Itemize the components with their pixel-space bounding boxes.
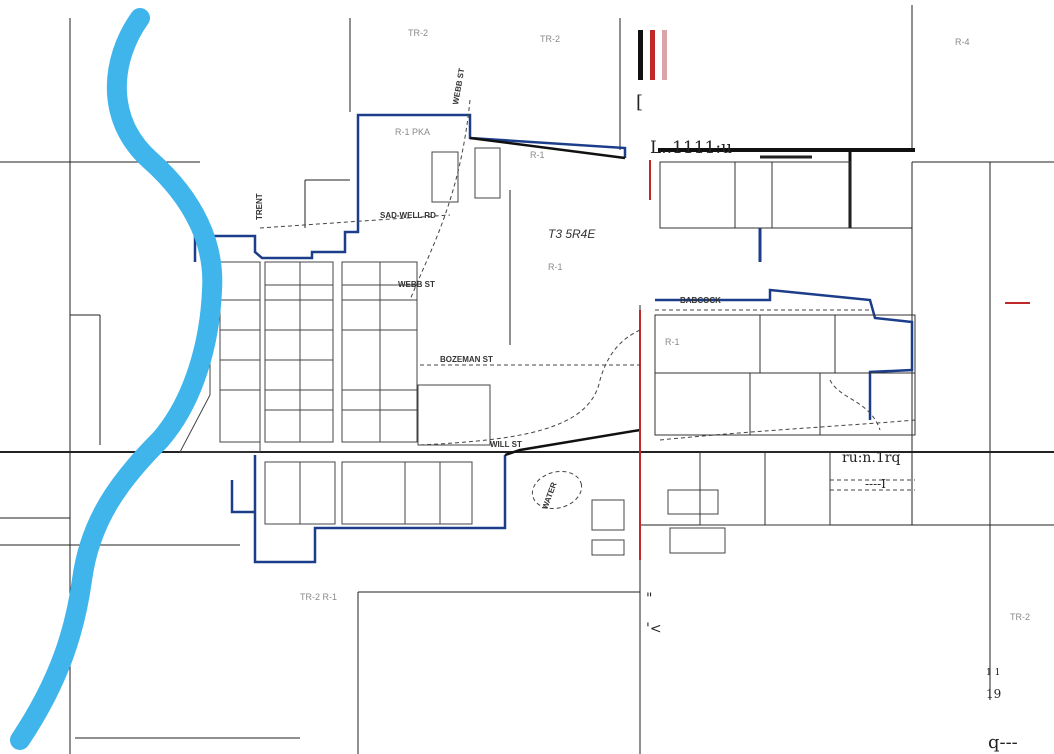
corner-text: q--- [988,732,1018,753]
zone-label-top-mid: TR-2 [540,34,560,44]
annotations: L..1111:u ru:n.1rq [ " '< 19 1 1 q--- --… [636,92,1018,753]
bracket-mark: [ [636,92,643,113]
side-number: 19 [986,687,1001,701]
zone-labels: TR-2 TR-2 R-1 PKA R-1 R-4 R-1 TR-2 R-1 R… [300,28,1030,622]
roads [259,99,916,510]
legend-bars [638,30,812,159]
river [10,8,223,750]
town-blocks [179,147,726,556]
zone-label-cc: R-1 [548,262,563,272]
township-label: T3 5R4E [548,227,596,241]
section-subdivisions [654,161,916,526]
zone-label-nw-top: TR-2 [408,28,428,38]
street-label-bozeman: BOZEMAN ST [440,355,493,364]
side-marks: 1 1 [986,668,1000,678]
section-grid [0,5,1054,754]
k-mark: '< [646,621,662,637]
street-label-webb-horizontal: WEBB ST [398,280,435,289]
street-label-will: WILL ST [490,440,522,449]
red-lines [639,160,1030,560]
zone-label-rural-se: TR-2 [1010,612,1030,622]
pipe-text: ----I [865,477,886,491]
street-label-babcock: BABCOCK [680,296,721,305]
quote-mark: " [646,591,652,607]
zone-label-pm: R-1 PKA [395,127,430,137]
town-boundary [193,113,915,564]
zone-label-rural-e: R-1 [665,337,680,347]
zone-label-mid: R-1 [530,150,545,160]
street-label-saddlewell: SAD-WELL RD [380,211,436,220]
street-label-valley-center: WATER [540,481,558,511]
east-text: ru:n.1rq [842,450,900,466]
header-text: L..1111:u [650,138,732,158]
street-labels: WEBB ST WEBB ST SAD-WELL RD BOZEMAN ST W… [255,67,721,510]
zone-label-ne: R-4 [955,37,970,47]
street-label-webb-vertical: WEBB ST [451,67,466,105]
street-label-tremont: TRENT [255,193,264,220]
zone-label-south: TR-2 R-1 [300,592,337,602]
